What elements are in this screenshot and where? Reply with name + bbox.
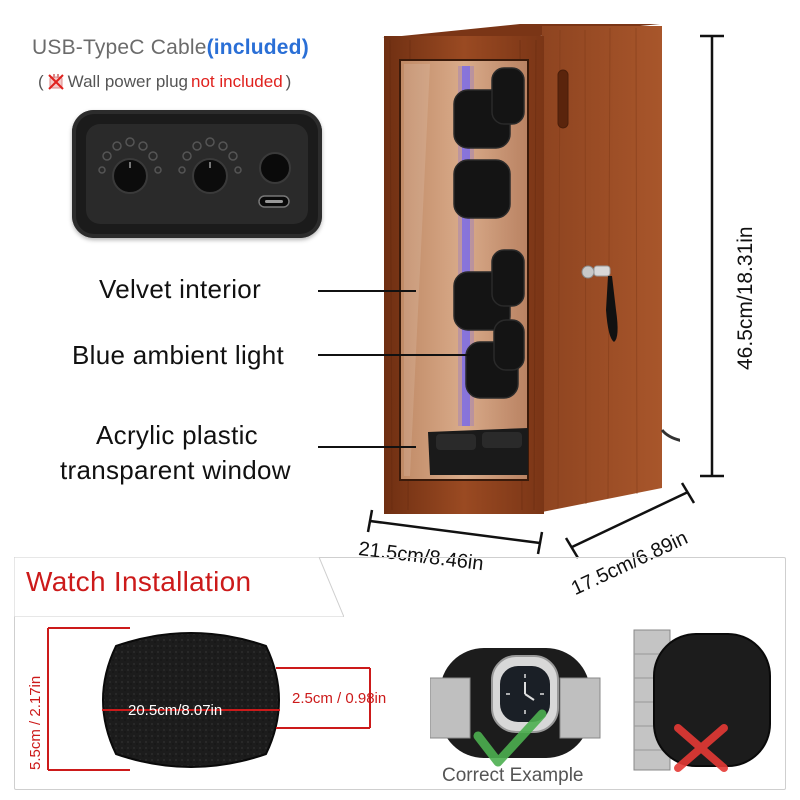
usb-cable-title: USB-TypeC Cable(included) <box>32 36 309 60</box>
correct-example-image <box>430 648 601 767</box>
watch-installation-title: Watch Installation <box>26 566 252 597</box>
knob-2-icon <box>192 158 228 194</box>
cable-label: USB-TypeC Cable <box>32 36 207 59</box>
plug-note: ( Wall power plug not included ) <box>38 72 291 92</box>
correct-example-label: Correct Example <box>442 765 584 786</box>
watch-winder-cabinet <box>382 24 680 514</box>
paren-open: ( <box>38 72 44 91</box>
install-header-tab <box>14 557 344 617</box>
plug-not-included-label: not included <box>190 72 283 91</box>
knob-1-icon <box>112 158 148 194</box>
no-plug-icon <box>47 74 64 90</box>
acrylic-window-label-line1: Acrylic plastic <box>96 420 258 450</box>
watch-installation-panel <box>14 557 786 790</box>
cushion-width-label: 20.5cm/8.07in <box>128 702 223 719</box>
incorrect-example-image <box>633 629 771 772</box>
cushion-depth-label: 2.5cm / 0.98in <box>292 690 387 707</box>
light-pointer-line <box>318 354 470 356</box>
blue-light-label: Blue ambient light <box>72 340 285 370</box>
check-icon <box>473 709 547 767</box>
cross-icon <box>674 724 728 772</box>
knob-2-indicator-icon <box>178 137 242 174</box>
cushion-height-dimension <box>47 627 130 771</box>
cable-included-label: (included) <box>206 36 309 59</box>
control-panel-graphic <box>98 137 291 208</box>
acrylic-window-label-line2: transparent window <box>60 455 291 485</box>
watch-cushion <box>102 632 280 768</box>
power-button-icon <box>259 152 291 184</box>
window-pointer-line <box>318 446 416 448</box>
paren-close: ) <box>285 72 292 91</box>
velvet-interior-label: Velvet interior <box>99 274 262 304</box>
cushion-height-label: 5.5cm / 2.17in <box>27 675 44 770</box>
knob-1-indicator-icon <box>98 137 162 174</box>
control-panel <box>72 110 322 238</box>
plug-label: Wall power plug <box>67 72 188 91</box>
cushion-depth-dimension <box>276 667 371 729</box>
velvet-pointer-line <box>318 290 416 292</box>
height-dimension-label: 46.5cm/18.31in <box>734 226 757 370</box>
